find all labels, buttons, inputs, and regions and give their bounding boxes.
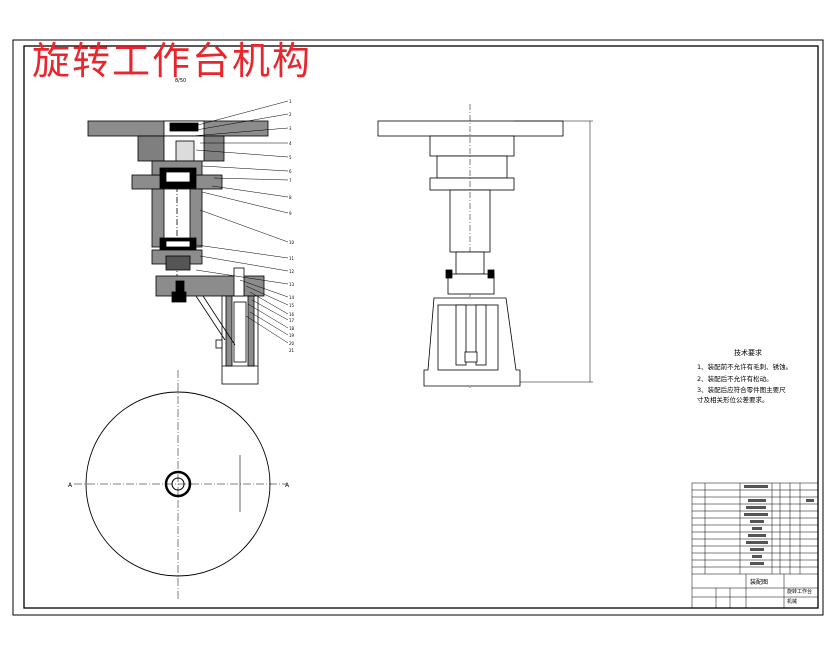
part-number-16: 16: [289, 312, 295, 317]
part-number-20: 20: [289, 341, 295, 346]
side-top-plate: [377, 120, 564, 137]
part-number-15: 15: [289, 303, 295, 308]
part-number-10: 10: [289, 240, 295, 245]
leader-lines: [189, 100, 289, 344]
inner-frame: [23, 45, 819, 609]
title-block-name: 旋转工作台: [787, 588, 812, 595]
section-view: [87, 120, 269, 385]
bom-grid: [692, 483, 818, 575]
drawing-title: 旋转工作台机构: [32, 39, 312, 83]
section-label-right: A: [285, 482, 290, 489]
part-number-5: 5: [289, 155, 292, 160]
part-number-8: 8: [289, 195, 292, 200]
part-number-6: 6: [289, 169, 292, 174]
tech-req-item-3: 3、装配后应符合零件图主要尺: [697, 385, 786, 394]
title-block-institution: 机械: [787, 598, 797, 605]
part-number-13: 13: [289, 282, 295, 287]
part-number-21: 21: [289, 348, 295, 353]
tech-req-item-4: 寸及相关形位公差要求。: [697, 395, 769, 404]
technical-requirements: 技术要求 1、装配前不允许有毛刺、锈蚀。 2、装配后不允许有松动。 3、装配后应…: [697, 348, 792, 404]
part-number-3: 3: [289, 126, 292, 131]
part-number-1: 1: [289, 99, 292, 104]
plan-view: A A: [68, 370, 290, 600]
part-number-18: 18: [289, 326, 295, 331]
part-number-17: 17: [289, 318, 295, 323]
scale-label: 8/50: [175, 78, 186, 84]
tech-req-item-1: 1、装配前不允许有毛刺、锈蚀。: [697, 362, 792, 371]
part-number-11: 11: [289, 256, 295, 261]
part-number-9: 9: [289, 211, 292, 216]
part-number-2: 2: [289, 112, 292, 117]
part-number-12: 12: [289, 269, 295, 274]
outer-frame: [12, 39, 824, 616]
part-number-7: 7: [289, 178, 292, 183]
title-block: [691, 482, 819, 609]
section-label-left: A: [68, 482, 73, 489]
part-number-14: 14: [289, 295, 295, 300]
tech-req-item-2: 2、装配后不允许有松动。: [697, 374, 773, 383]
tech-req-heading: 技术要求: [734, 348, 762, 357]
side-view: [377, 104, 593, 388]
title-block-name-short: 装配图: [750, 578, 768, 586]
part-number-4: 4: [289, 141, 292, 146]
part-number-19: 19: [289, 333, 295, 338]
